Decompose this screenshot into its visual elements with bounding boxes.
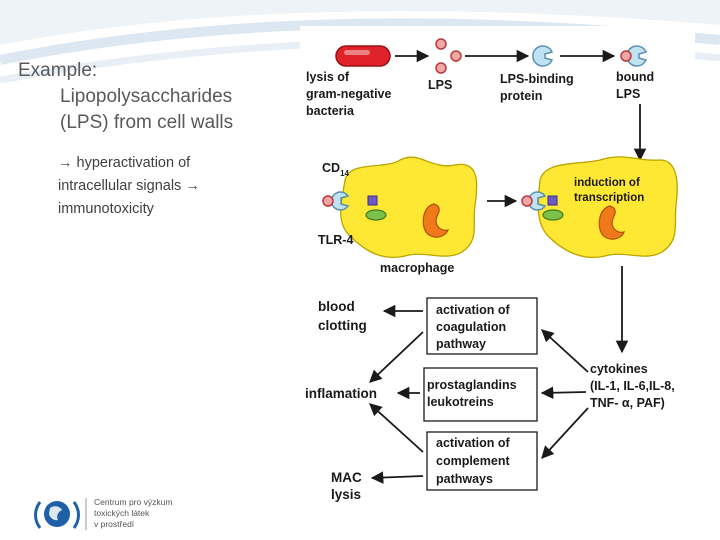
institution-logo <box>34 498 87 530</box>
coagulation-box <box>426 297 538 355</box>
cytokines-label-1: cytokines <box>590 362 648 376</box>
subtext-line3: immunotoxicity <box>58 201 154 217</box>
lysis-label-1: lysis of <box>306 70 350 84</box>
compl-box-line3: pathways <box>436 472 493 486</box>
lps-pathway-diagram: lysis of gram-negative bacteria LPS LPS-… <box>300 26 695 502</box>
bound-lps-icon <box>620 45 648 67</box>
logo-line1: Centrum pro výzkum <box>94 497 173 507</box>
lysis-label-2: gram-negative <box>306 87 391 101</box>
prost-box-line2: leukotreins <box>427 395 494 409</box>
slide-subtext: → hyperactivation of intracellular signa… <box>18 152 298 221</box>
logo-line2: toxických látek <box>94 508 150 518</box>
lps-binding-label-1: LPS-binding <box>500 72 574 86</box>
cd14-label: CD14 <box>322 161 350 178</box>
logo-line3: v prostředí <box>94 519 135 529</box>
cytokines-label-3: TNF- α, PAF) <box>590 396 665 410</box>
lysis-label-3: bacteria <box>306 104 355 118</box>
inflammation-label: inflamation <box>305 386 377 401</box>
arrow-compl-inflam <box>369 403 424 453</box>
subtext-line2: intracellular signals → <box>58 178 200 194</box>
induction-label-1: induction of <box>574 177 640 189</box>
bound-lps-label-2: LPS <box>616 87 640 101</box>
prostaglandins-box <box>423 367 538 422</box>
macrophage-left-shape <box>340 156 478 258</box>
compl-box-line2: complement <box>436 454 510 468</box>
arrow-cyto-coag <box>541 329 589 373</box>
arrow-cyto-prost <box>540 386 587 400</box>
bound-receptor-complex <box>521 191 564 221</box>
mac-label-2: lysis <box>331 487 361 502</box>
coag-box-line3: pathway <box>436 337 486 351</box>
bound-lps-label-1: bound <box>616 70 654 84</box>
tlr4-label: TLR-4 <box>318 233 353 247</box>
lps-binding-label-2: protein <box>500 89 542 103</box>
macrophage-label: macrophage <box>380 261 454 275</box>
blood-label-2: clotting <box>318 318 367 333</box>
coag-box-line2: coagulation <box>436 320 506 334</box>
compl-box-line1: activation of <box>436 436 510 450</box>
cytokines-label-2: (IL-1, IL-6,IL-8, <box>590 379 675 393</box>
lps-label: LPS <box>428 78 452 92</box>
nucleus-right-icon <box>598 205 626 240</box>
mac-label-1: MAC <box>331 470 362 485</box>
cd14-receptor-complex <box>322 191 387 221</box>
blood-label-1: blood <box>318 299 355 314</box>
subtext-line1: → hyperactivation of <box>58 155 191 171</box>
slide-title-line2: Lipopolysaccharides <box>60 86 233 107</box>
diagram-svg: lysis of gram-negative bacteria LPS LPS-… <box>305 38 678 502</box>
arrow-coag-inflam <box>369 331 424 383</box>
logo-text: Centrum pro výzkum toxických látek v pro… <box>94 497 172 530</box>
arrow-cyto-compl <box>541 407 589 459</box>
slide-title-line1: Example: <box>18 60 98 81</box>
coag-box-line1: activation of <box>436 303 510 317</box>
bacterium-shape <box>335 45 391 67</box>
slide-text: Example: Lipopolysaccharides (LPS) from … <box>18 58 298 221</box>
arrow-compl-mac <box>370 471 424 484</box>
complement-box <box>426 431 538 491</box>
nucleus-left-icon <box>422 203 450 238</box>
prost-box-line1: prostaglandins <box>427 378 517 392</box>
lps-molecules <box>435 38 462 74</box>
induction-label-2: transcription <box>574 192 644 204</box>
slide-title-line3: (LPS) from cell walls <box>60 112 234 133</box>
lps-binding-protein-icon <box>532 45 554 67</box>
